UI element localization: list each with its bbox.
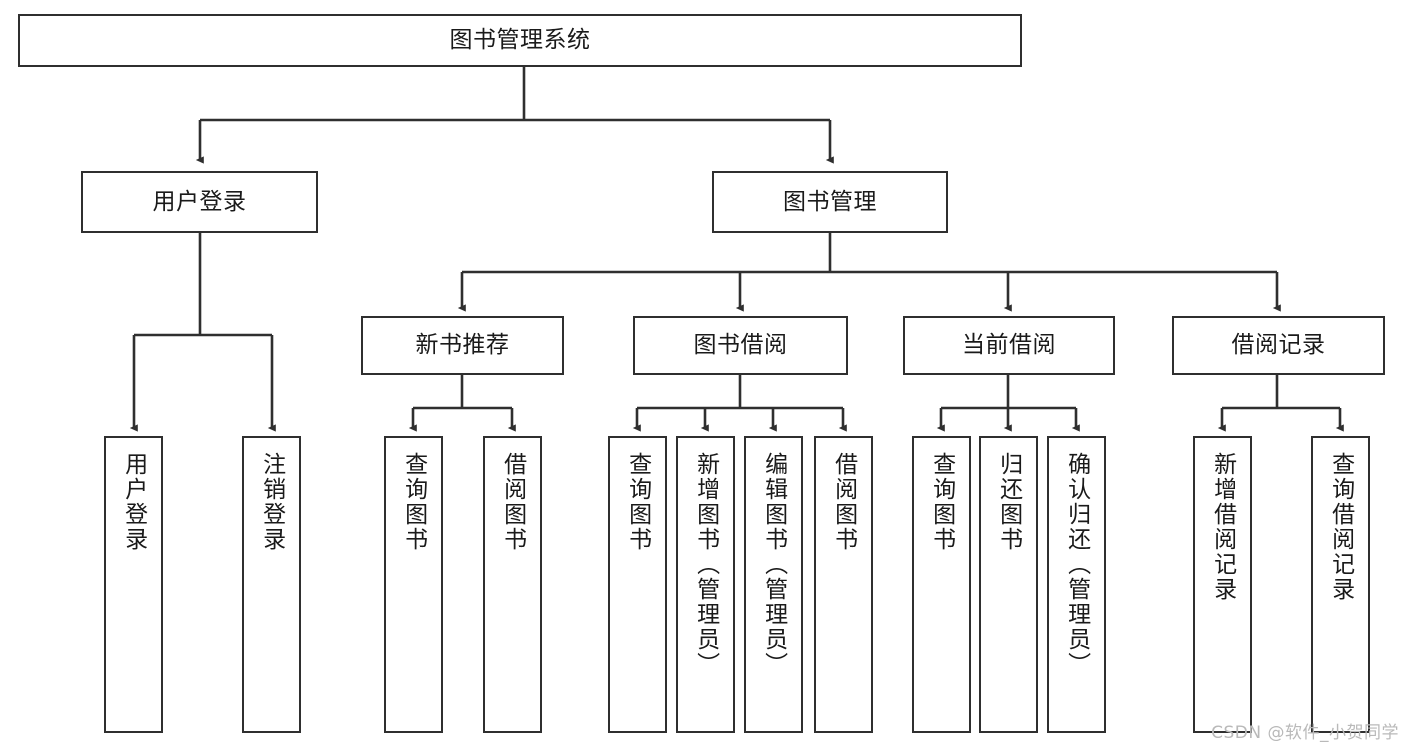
leaf-logout-login-label: 注销登录 xyxy=(258,452,285,552)
leaf-add-borrow-record-label: 新增借阅记录 xyxy=(1209,452,1236,602)
node-book-management-label: 图书管理 xyxy=(783,188,877,215)
leaf-borrow-book-borrow[interactable]: 借阅图书 xyxy=(814,436,873,733)
leaf-query-book-borrow[interactable]: 查询图书 xyxy=(608,436,667,733)
leaf-user-login[interactable]: 用户登录 xyxy=(104,436,163,733)
leaf-borrow-book-newbook-label: 借阅图书 xyxy=(499,452,526,552)
node-book-borrow[interactable]: 图书借阅 xyxy=(633,316,848,375)
leaf-borrow-book-borrow-label: 借阅图书 xyxy=(830,452,857,552)
node-new-book-recommend[interactable]: 新书推荐 xyxy=(361,316,564,375)
leaf-query-book-newbook[interactable]: 查询图书 xyxy=(384,436,443,733)
node-user-login[interactable]: 用户登录 xyxy=(81,171,318,233)
node-current-borrow[interactable]: 当前借阅 xyxy=(903,316,1115,375)
leaf-add-book-admin-label: 新增图书（管理员） xyxy=(692,452,719,677)
node-book-borrow-label: 图书借阅 xyxy=(693,332,788,359)
leaf-return-book-label: 归还图书 xyxy=(995,452,1022,552)
node-borrow-records-label: 借阅记录 xyxy=(1231,332,1326,359)
leaf-add-borrow-record[interactable]: 新增借阅记录 xyxy=(1193,436,1252,733)
node-new-book-recommend-label: 新书推荐 xyxy=(415,332,510,359)
leaf-edit-book-admin-label: 编辑图书（管理员） xyxy=(760,452,787,677)
node-book-management[interactable]: 图书管理 xyxy=(712,171,948,233)
node-borrow-records[interactable]: 借阅记录 xyxy=(1172,316,1385,375)
leaf-query-book-current[interactable]: 查询图书 xyxy=(912,436,971,733)
leaf-borrow-book-newbook[interactable]: 借阅图书 xyxy=(483,436,542,733)
csdn-watermark: CSDN @软件_小贺同学 xyxy=(1211,723,1399,743)
leaf-query-borrow-record-label: 查询借阅记录 xyxy=(1327,452,1354,602)
leaf-query-book-current-label: 查询图书 xyxy=(928,452,955,552)
leaf-confirm-return-admin-label: 确认归还（管理员） xyxy=(1063,452,1090,677)
node-user-login-label: 用户登录 xyxy=(152,188,247,215)
leaf-return-book[interactable]: 归还图书 xyxy=(979,436,1038,733)
leaf-edit-book-admin[interactable]: 编辑图书（管理员） xyxy=(744,436,803,733)
leaf-query-borrow-record[interactable]: 查询借阅记录 xyxy=(1311,436,1370,733)
leaf-query-book-borrow-label: 查询图书 xyxy=(624,452,651,552)
node-root[interactable]: 图书管理系统 xyxy=(18,14,1022,67)
leaf-user-login-label: 用户登录 xyxy=(120,452,147,552)
leaf-logout-login[interactable]: 注销登录 xyxy=(242,436,301,733)
leaf-query-book-newbook-label: 查询图书 xyxy=(400,452,427,552)
leaf-confirm-return-admin[interactable]: 确认归还（管理员） xyxy=(1047,436,1106,733)
node-root-label: 图书管理系统 xyxy=(449,27,591,54)
leaf-add-book-admin[interactable]: 新增图书（管理员） xyxy=(676,436,735,733)
node-current-borrow-label: 当前借阅 xyxy=(962,332,1056,359)
